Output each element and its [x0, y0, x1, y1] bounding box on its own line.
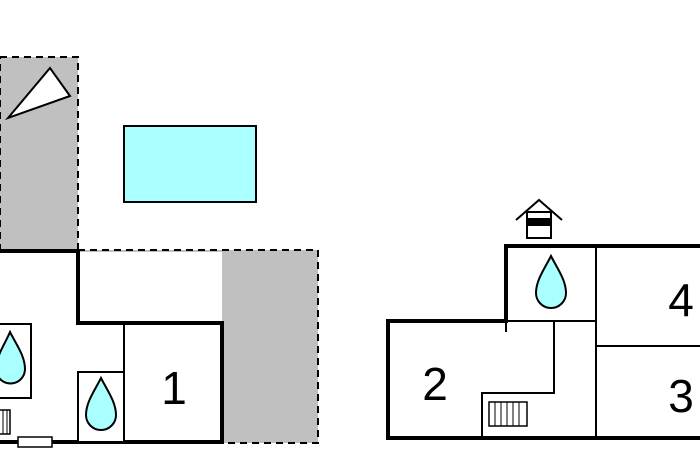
radiator-icon: [0, 409, 11, 435]
left-building: 1: [0, 249, 224, 448]
room-label-3: 3: [668, 370, 694, 422]
corridor-wall: [481, 321, 555, 438]
water-drop-icon: [534, 253, 568, 309]
pool-icon: [123, 125, 257, 203]
room-label-2: 2: [422, 358, 448, 410]
right-building: 2 4 3: [386, 244, 700, 440]
right-building-wall: [386, 244, 700, 440]
radiator-icon: [488, 401, 528, 427]
room-label-1: 1: [161, 362, 187, 414]
left-building-wall: [0, 249, 224, 444]
fireplace-icon: [515, 198, 563, 239]
north-arrow-icon: [4, 66, 72, 121]
door-icon: [17, 436, 53, 448]
water-drop-icon: [0, 329, 27, 385]
room-label-4: 4: [668, 274, 694, 326]
water-drop-icon: [84, 375, 118, 431]
